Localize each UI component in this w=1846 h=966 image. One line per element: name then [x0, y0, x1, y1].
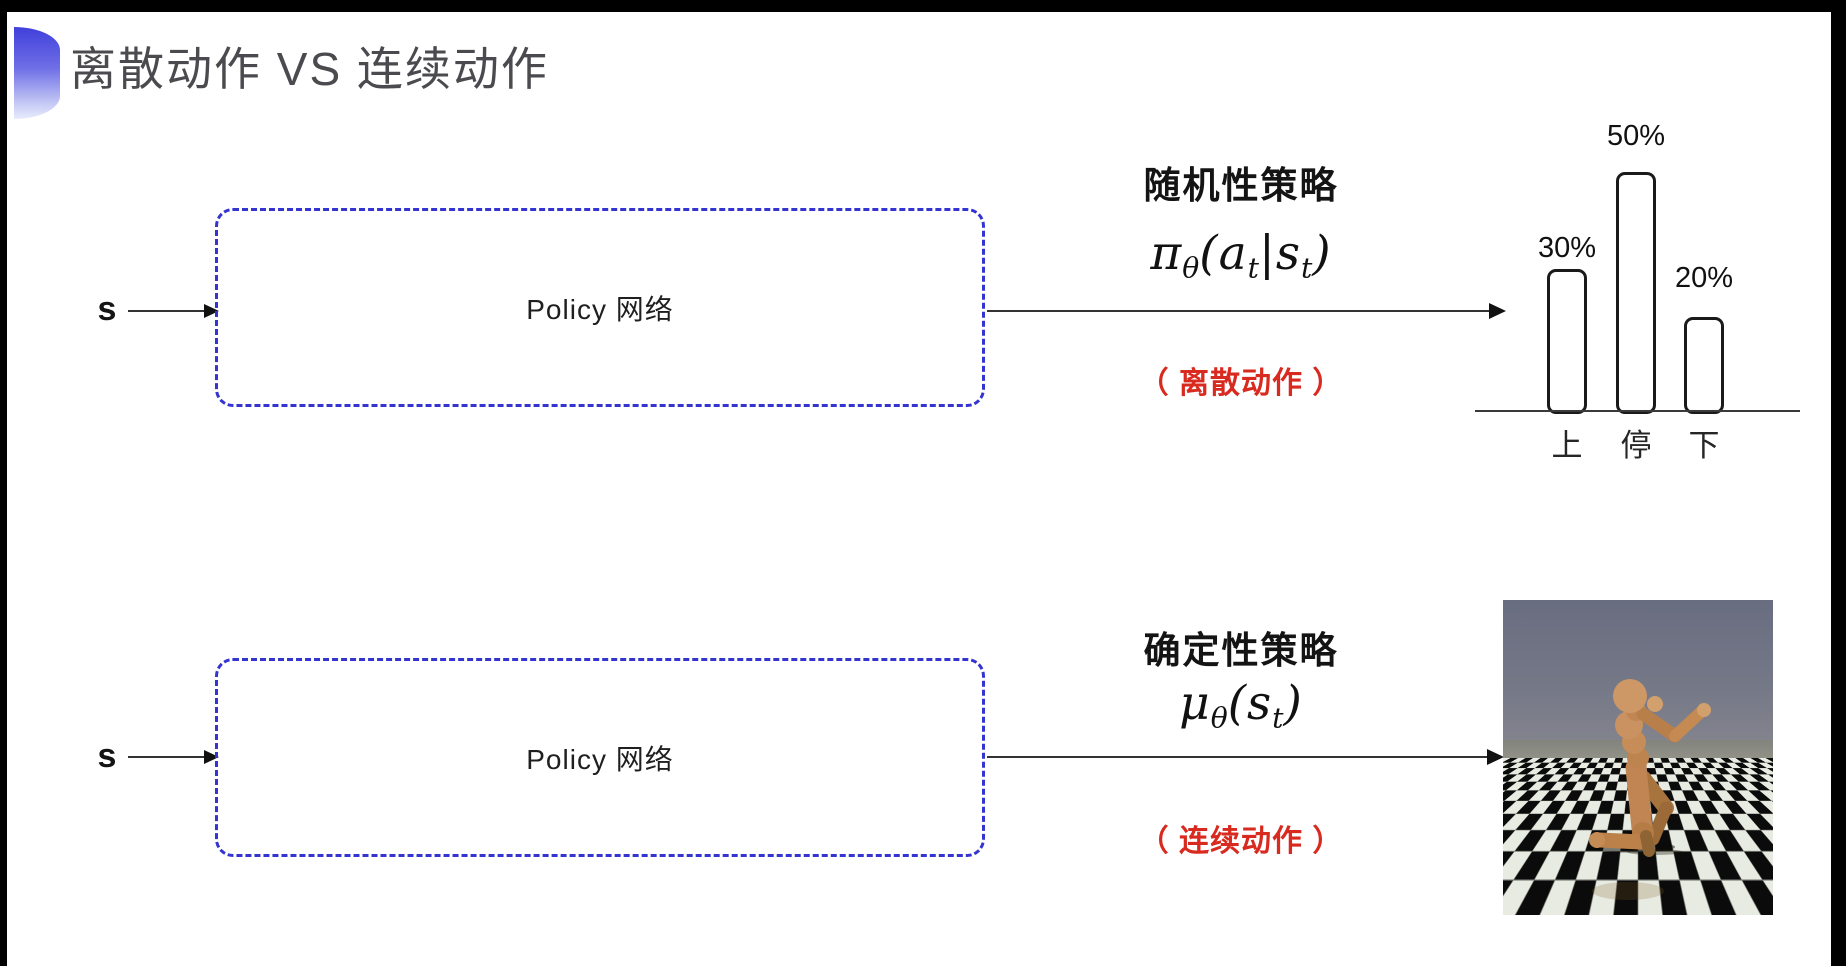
chart-baseline-axis [1475, 410, 1800, 412]
formula-arg1-sub: t [1247, 251, 1259, 285]
arrow-input-bottom [128, 750, 219, 764]
formula-symbol-sub: θ [1210, 701, 1228, 735]
continuous-action-note: （ 连续动作 ） [1138, 825, 1344, 858]
formula-arg1-sub: t [1272, 701, 1284, 735]
probability-bar [1616, 172, 1656, 414]
policy-network-box-bottom: Policy 网络 [215, 658, 985, 857]
policy-network-label-bottom: Policy 网络 [526, 743, 674, 775]
deterministic-policy-title: 确定性策略 [1143, 630, 1339, 671]
bar-category-label: 下 [1688, 428, 1720, 463]
bar-category-label: 停 [1620, 428, 1652, 463]
stochastic-policy-formula: πθ(at|st) [1060, 226, 1422, 284]
formula-open-paren: ( [1227, 676, 1248, 731]
arrow-output-bottom [987, 749, 1504, 765]
arrow-input-top [128, 304, 219, 318]
discrete-action-note: （ 离散动作 ） [1138, 367, 1344, 400]
formula-arg1: s [1247, 676, 1273, 731]
screen-frame-right [1831, 0, 1846, 966]
bar-value-label: 30% [1537, 232, 1597, 264]
policy-network-box-top: Policy 网络 [215, 208, 985, 407]
policy-network-label-top: Policy 网络 [526, 293, 674, 325]
formula-symbol: π [1150, 226, 1183, 281]
formula-arg1: a [1218, 226, 1248, 281]
formula-symbol-sub: θ [1182, 251, 1200, 285]
bar-value-label: 50% [1606, 120, 1666, 152]
stochastic-policy-title: 随机性策略 [1143, 165, 1339, 206]
state-input-label-top: s [97, 290, 117, 328]
deterministic-policy-formula: μθ(st) [1060, 676, 1422, 734]
humanoid-robot-figure [1587, 679, 1711, 900]
formula-separator: | [1258, 226, 1276, 281]
formula-arg2: s [1275, 226, 1301, 281]
humanoid-simulation-image [1503, 600, 1773, 915]
screen-frame-top [0, 0, 1846, 12]
formula-symbol: μ [1179, 676, 1211, 731]
arrow-output-top [987, 303, 1506, 319]
formula-close-paren: ) [1283, 676, 1303, 731]
page-title: 离散动作 VS 连续动作 [70, 43, 549, 95]
formula-arg2-sub: t [1300, 251, 1313, 285]
title-bullet-icon [14, 27, 60, 119]
screen-frame-left [0, 0, 7, 966]
formula-close-paren: ) [1312, 226, 1332, 281]
formula-open-paren: ( [1199, 226, 1219, 281]
bar-value-label: 20% [1674, 262, 1734, 294]
probability-bar [1684, 317, 1724, 414]
state-input-label-bottom: s [97, 737, 117, 775]
probability-bar [1547, 269, 1587, 414]
bar-category-label: 上 [1551, 428, 1583, 463]
